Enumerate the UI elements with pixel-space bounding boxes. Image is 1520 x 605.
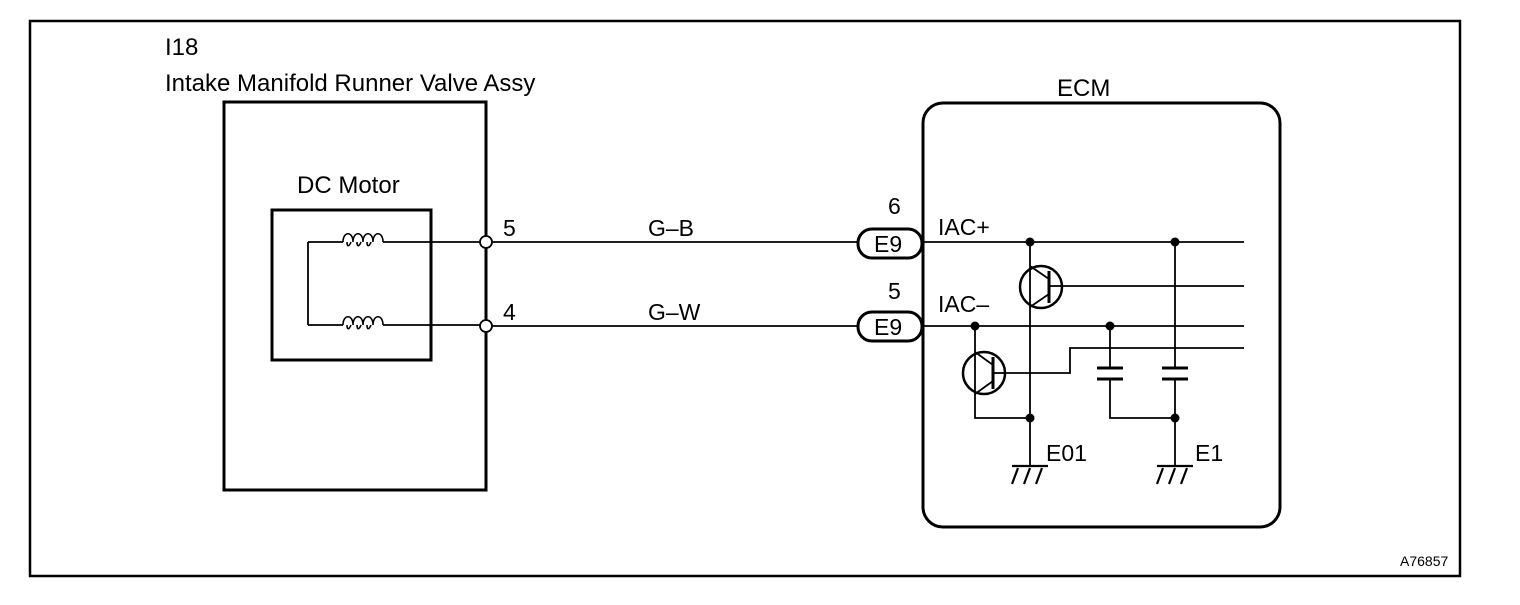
ground-e1-label: E1	[1195, 440, 1223, 466]
motor-winding-loop	[307, 241, 486, 326]
ground-icon	[1010, 464, 1048, 485]
diagram-frame	[28, 19, 1462, 578]
junction-dot	[970, 237, 1180, 423]
terminal-circle	[479, 319, 493, 333]
connector-label: E9	[874, 314, 902, 340]
terminal-iac-plus: IAC+	[938, 214, 990, 240]
component-pin-4: 4	[503, 299, 516, 325]
ecm-pin-5: 5	[888, 278, 901, 304]
ecm-box	[921, 101, 1282, 529]
dc-motor-label: DC Motor	[297, 172, 400, 199]
terminal-circle	[479, 235, 493, 249]
component-pin-5: 5	[503, 215, 516, 241]
connector-e9-pin6	[856, 227, 924, 260]
component-box	[222, 100, 488, 492]
ground-icon	[1155, 464, 1193, 485]
terminal-iac-minus: IAC–	[938, 291, 989, 317]
ecm-label: ECM	[1057, 75, 1110, 102]
ground-e01-label: E01	[1046, 440, 1087, 466]
motor-coil-icon	[342, 232, 384, 247]
component-code: I18	[165, 34, 198, 61]
wire-color-g-b: G–B	[648, 215, 694, 241]
wire-color-g-w: G–W	[648, 299, 701, 325]
figure-id: A76857	[1400, 553, 1448, 569]
component-name: Intake Manifold Runner Valve Assy	[165, 70, 535, 97]
capacitor-icon	[1162, 366, 1188, 381]
dc-motor-box	[270, 208, 433, 362]
transistor-icon	[1018, 264, 1064, 310]
connector-label: E9	[874, 231, 902, 257]
capacitor-icon	[1097, 366, 1123, 381]
motor-coil-icon	[342, 315, 384, 330]
transistor-icon	[961, 350, 1007, 396]
ecm-pin-6: 6	[888, 193, 901, 219]
